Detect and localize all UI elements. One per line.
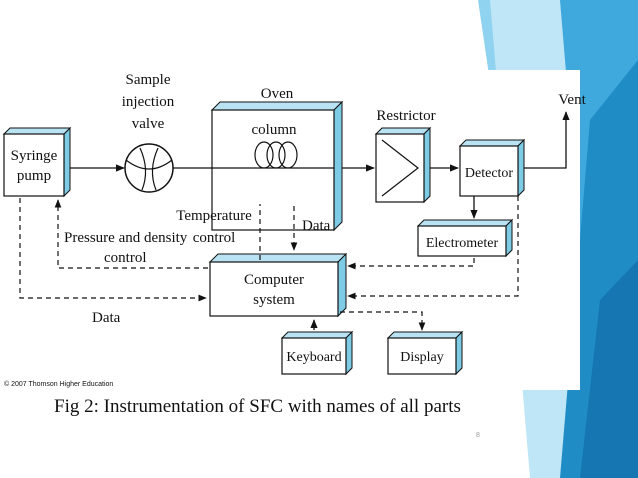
keyboard-box: Keyboard (280, 330, 354, 376)
column-label: column (252, 122, 297, 138)
data-label-oven: Data (302, 218, 331, 234)
valve-icon (124, 143, 174, 193)
display-box: Display (386, 330, 464, 376)
syringe-pump-label-1: Syringe (11, 148, 58, 164)
computer-label-1: Computer (244, 272, 304, 288)
copyright-text: © 2007 Thomson Higher Education (4, 380, 113, 388)
syringe-pump-box: Syringe pump (2, 126, 72, 198)
vent-label: Vent (558, 92, 586, 108)
pressure-label-1: Pressure and density (64, 230, 188, 246)
display-label: Display (400, 350, 444, 365)
valve-label-3: valve (132, 116, 165, 132)
page-number: 8 (476, 432, 480, 439)
restrictor-label: Restrictor (376, 108, 435, 124)
electrometer-label: Electrometer (426, 236, 499, 251)
sample-injection-valve: Sample injection valve (122, 72, 175, 193)
dashed-lines (19, 196, 519, 331)
computer-label-2: system (253, 292, 295, 308)
oven-title: Oven (261, 86, 294, 102)
figure-caption: Fig 2: Instrumentation of SFC with names… (54, 396, 461, 417)
oven-box: Oven column (210, 86, 344, 232)
keyboard-label: Keyboard (286, 350, 341, 365)
restrictor-box: Restrictor (374, 108, 436, 204)
data-label-bottom: Data (92, 310, 121, 326)
detector-box: Detector (458, 138, 526, 198)
electrometer-box: Electrometer (416, 218, 514, 258)
valve-label-2: injection (122, 94, 175, 110)
detector-label: Detector (465, 166, 514, 181)
syringe-pump-label-2: pump (17, 168, 51, 184)
flow-lines (70, 111, 570, 330)
temperature-label-2: control (193, 230, 236, 246)
restrictor-icon (381, 139, 419, 197)
computer-system-box: Computer system (208, 252, 348, 318)
pressure-label-2: control (104, 250, 147, 266)
valve-label-1: Sample (126, 72, 171, 88)
temperature-label-1: Temperature (176, 208, 252, 224)
